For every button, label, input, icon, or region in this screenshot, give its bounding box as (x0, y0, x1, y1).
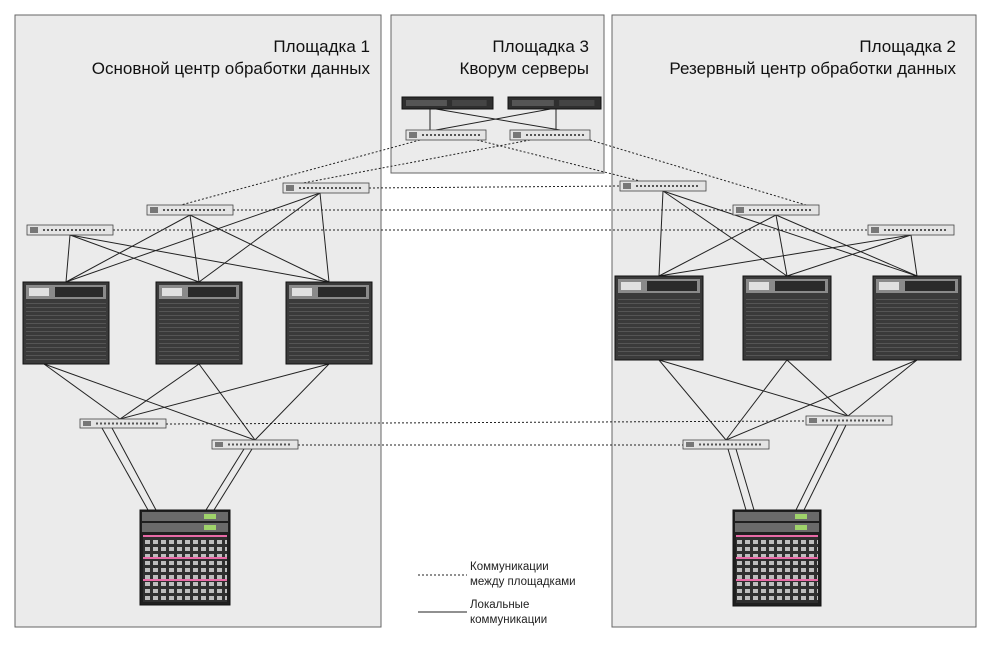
local-link (727, 448, 747, 511)
switch-q2 (509, 129, 591, 141)
server-b3 (872, 275, 962, 361)
local-link (658, 190, 664, 277)
site1-title: Площадка 1 Основной центр обработки данн… (10, 36, 370, 80)
site1-subtitle: Основной центр обработки данных (91, 59, 370, 78)
storage-array-st2 (732, 509, 822, 607)
local-link (69, 234, 330, 283)
quorum-server-q2 (507, 96, 602, 110)
local-link (65, 234, 71, 283)
local-link (910, 234, 918, 277)
local-link (189, 214, 330, 283)
quorum-link (435, 107, 557, 131)
local-link (205, 448, 245, 511)
local-link (658, 214, 777, 277)
legend-solid-label-line2: коммуникации (470, 614, 548, 626)
local-link (43, 363, 121, 420)
local-link (69, 234, 200, 283)
intersite-link (302, 139, 531, 184)
connection-lines (43, 107, 918, 511)
switch-s2b (732, 204, 820, 216)
switch-san2a (805, 415, 893, 426)
local-link (101, 427, 149, 511)
site3-title: Площадка 3 Кворум серверы (389, 36, 589, 80)
local-link (658, 359, 849, 417)
switch-s1b (282, 182, 370, 194)
local-link (786, 234, 912, 277)
server-a3 (285, 281, 373, 365)
intersite-link (589, 139, 807, 206)
intersite-link (180, 139, 421, 206)
site3-area (390, 14, 605, 174)
local-link (319, 192, 330, 283)
legend-solid-label-line1: Локальные (470, 599, 530, 611)
local-link (847, 359, 918, 417)
local-link (198, 363, 256, 441)
site2-subtitle: Резервный центр обработки данных (669, 59, 956, 78)
switch-q1 (405, 129, 487, 141)
server-b1 (614, 275, 704, 361)
local-link (65, 214, 191, 283)
local-link (119, 363, 330, 420)
switch-san2b (682, 439, 770, 450)
local-link (658, 234, 912, 277)
server-a2 (155, 281, 243, 365)
local-link (43, 363, 256, 441)
devices (22, 96, 962, 607)
local-link (119, 363, 200, 420)
local-link (189, 214, 200, 283)
local-link (725, 359, 788, 441)
server-b2 (742, 275, 832, 361)
intersite-link (165, 420, 807, 425)
local-link (803, 424, 847, 511)
local-link (662, 190, 788, 277)
legend-dotted-label: Коммуникации между площадками (470, 560, 576, 590)
quorum-server-q1 (401, 96, 494, 110)
legend-dotted-label-line2: между площадками (470, 576, 576, 588)
site1-name: Площадка 1 (273, 37, 370, 56)
legend-solid-label: Локальные коммуникации (470, 598, 547, 628)
intersite-link (368, 185, 621, 189)
switch-s2c (867, 224, 955, 236)
site3-subtitle: Кворум серверы (459, 59, 589, 78)
switch-san1b (211, 439, 299, 450)
site3-name: Площадка 3 (492, 37, 589, 56)
switch-san1a (79, 418, 167, 429)
local-link (254, 363, 330, 441)
site2-title: Площадка 2 Резервный центр обработки дан… (596, 36, 956, 80)
storage-array-st1 (139, 509, 231, 606)
local-link (786, 359, 849, 417)
local-link (213, 448, 253, 511)
intersite-link (476, 139, 641, 182)
local-link (775, 214, 788, 277)
local-link (795, 424, 839, 511)
local-link (111, 427, 157, 511)
site2-name: Площадка 2 (859, 37, 956, 56)
local-link (198, 192, 321, 283)
switch-s1c (26, 224, 114, 236)
local-link (725, 359, 918, 441)
local-link (662, 190, 918, 277)
server-a1 (22, 281, 110, 365)
local-link (658, 359, 727, 441)
switch-s2a (619, 180, 707, 192)
local-link (735, 448, 755, 511)
local-link (65, 192, 321, 283)
switch-s1a (146, 204, 234, 216)
legend-dotted-label-line1: Коммуникации (470, 561, 549, 573)
